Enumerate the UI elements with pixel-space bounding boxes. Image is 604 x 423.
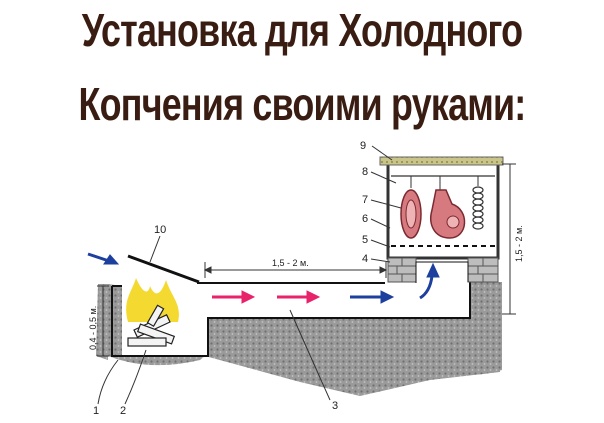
part-number-6: 6 [362, 213, 368, 225]
dimension-chamber-height-label: 1,5 - 2 м. [514, 225, 524, 262]
brick-base-right [467, 257, 499, 283]
firewood [127, 304, 176, 347]
page-title-line-2: Копчения своими руками: [78, 78, 527, 130]
firebox-lid [127, 254, 200, 284]
part-number-4: 4 [362, 253, 368, 265]
dimension-firebox-depth [97, 285, 109, 357]
part-number-2: 2 [120, 405, 126, 417]
dimension-chamber-height [502, 163, 516, 315]
dimension-firebox-depth-label: 0,4 - 0,5 м. [88, 306, 98, 350]
part-number-9: 9 [360, 140, 366, 152]
dimension-pipe-length [203, 262, 388, 278]
part-number-5: 5 [362, 234, 368, 246]
page-title-line-1: Установка для Холодного [81, 4, 523, 56]
part-number-3: 3 [332, 400, 338, 412]
meat-products [400, 176, 484, 239]
chamber-floor-link [415, 261, 469, 283]
fire-flame [126, 278, 179, 322]
air-inlet-arrow [87, 252, 120, 265]
part-leader-lines [97, 145, 402, 405]
part-number-7: 7 [362, 194, 368, 206]
dimension-pipe-length-label: 1,5 - 2 м. [272, 258, 309, 268]
ground-left-edge [96, 284, 108, 360]
smoke-flow-arrows [212, 262, 440, 304]
part-number-10: 10 [154, 224, 166, 236]
chamber-roof [379, 156, 504, 166]
firebox-wall [111, 282, 471, 357]
ground-under-chamber [470, 282, 502, 375]
ground-soil [108, 282, 502, 396]
part-number-1: 1 [93, 405, 99, 417]
brick-base-left [387, 257, 417, 283]
part-number-8: 8 [362, 166, 368, 178]
